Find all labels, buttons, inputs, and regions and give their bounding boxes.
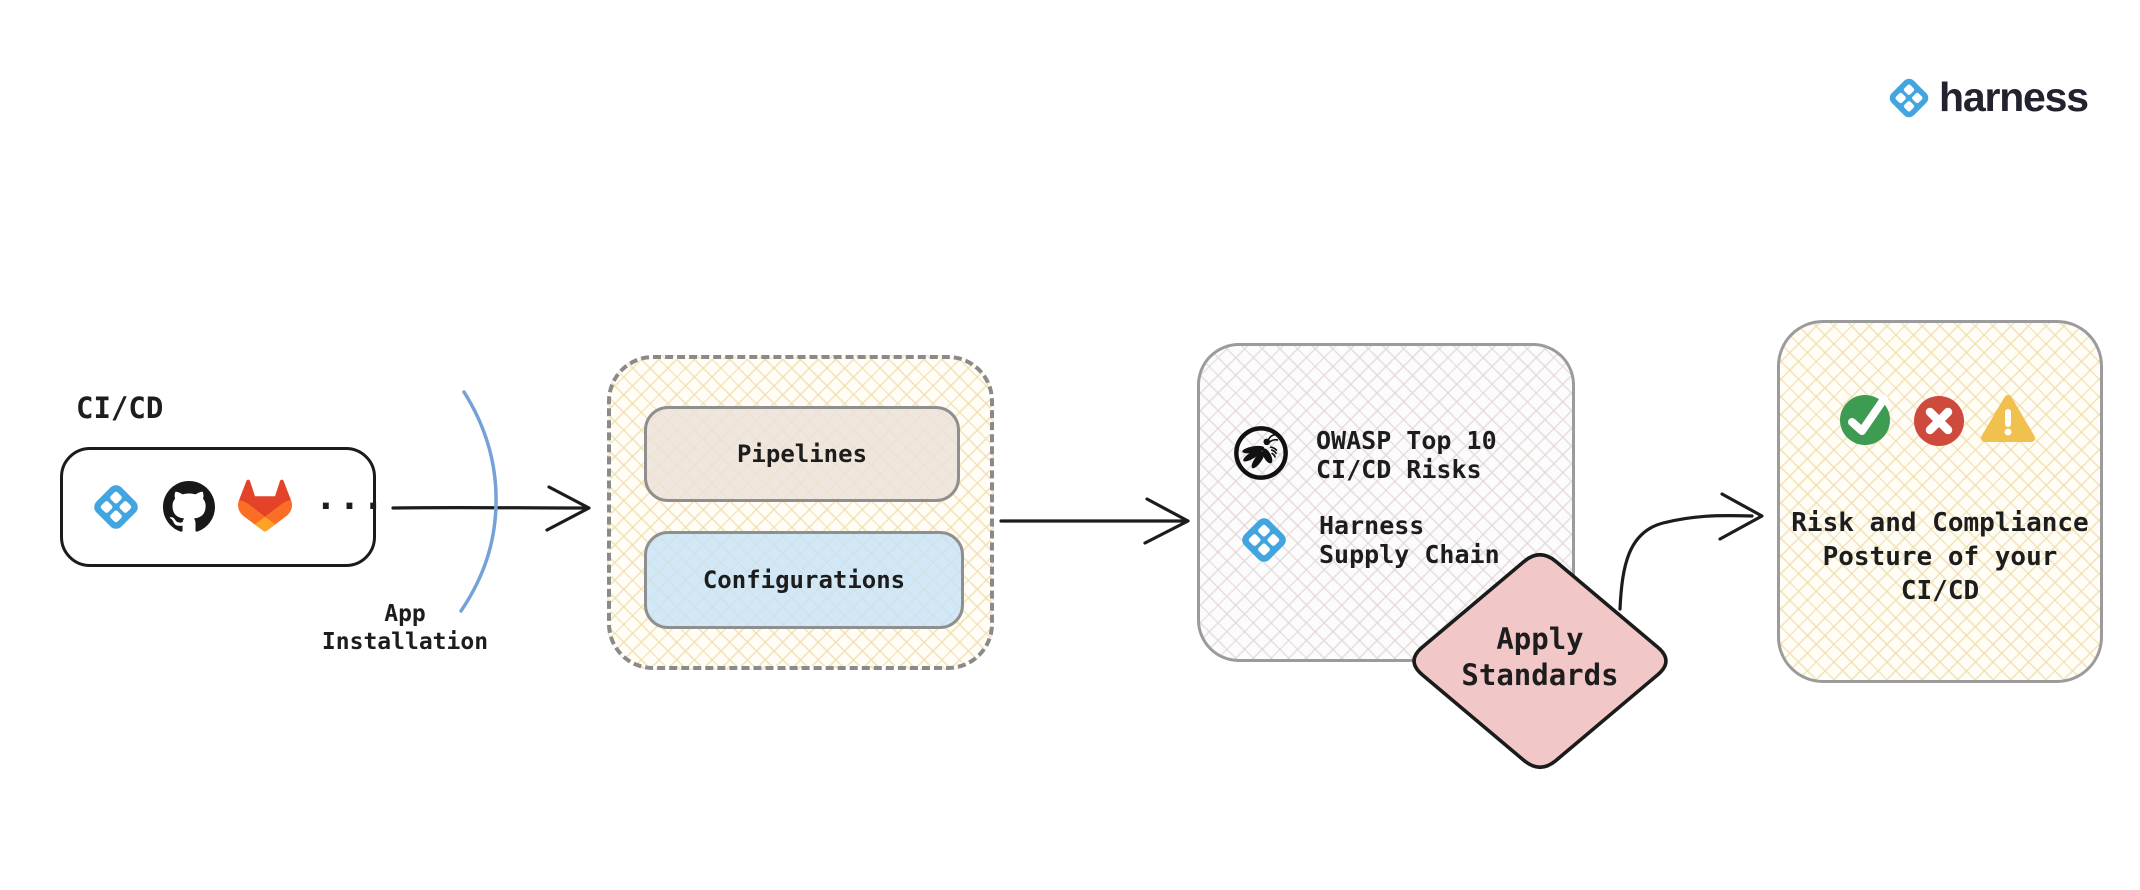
cicd-group-label: CI/CD	[76, 391, 164, 425]
harness-supply-chain-line2: Supply Chain	[1319, 540, 1500, 569]
standards-node: OWASP Top 10 CI/CD Risks Harness Supply …	[1197, 343, 1575, 662]
arrow-pipelines-to-standards	[999, 497, 1190, 545]
result-label-line1: Risk and Compliance	[1791, 508, 2089, 538]
harness-logo-icon	[1886, 75, 1932, 120]
harness-supply-chain-label: Harness Supply Chain	[1319, 511, 1500, 569]
harness-logo-text: harness	[1939, 74, 2089, 120]
gitlab-icon	[238, 479, 292, 532]
github-icon	[163, 481, 215, 532]
app-installation-line2: Installation	[321, 629, 489, 655]
pipelines-node: Pipelines	[644, 406, 960, 502]
app-installation-label: App Installation	[295, 600, 515, 656]
app-installation-curve	[459, 390, 498, 613]
configurations-label: Configurations	[702, 566, 906, 594]
owasp-icon	[1234, 426, 1288, 480]
apply-standards-diamond	[1412, 553, 1668, 769]
more-tools-ellipsis: ...	[315, 476, 387, 518]
harness-icon	[90, 481, 142, 533]
result-node	[1777, 320, 2103, 683]
apply-standards-label: Apply Standards	[1440, 621, 1640, 693]
harness-supply-chain-icon	[1238, 514, 1290, 566]
app-installation-line1: App	[384, 601, 426, 627]
cross-icon	[1914, 396, 1964, 446]
apply-standards-line2: Standards	[1461, 658, 1619, 692]
configurations-node: Configurations	[644, 531, 964, 629]
owasp-label: OWASP Top 10 CI/CD Risks	[1316, 426, 1497, 484]
warning-icon	[1981, 395, 2035, 442]
result-label-line2: Posture of your	[1822, 542, 2058, 572]
harness-brand: harness	[1886, 74, 2089, 121]
apply-standards-line1: Apply	[1496, 622, 1584, 656]
owasp-label-line1: OWASP Top 10	[1316, 426, 1497, 455]
result-label-line3: CI/CD	[1900, 576, 1980, 606]
app-config-group: Pipelines Configurations	[607, 355, 994, 670]
cicd-tools-node: ...	[60, 447, 384, 567]
result-label: Risk and Compliance Posture of your CI/C…	[1787, 506, 2093, 608]
check-icon	[1840, 395, 1890, 445]
harness-supply-chain-line1: Harness	[1319, 511, 1425, 540]
pipelines-label: Pipelines	[736, 440, 868, 468]
arrow-cicd-to-pipelines	[391, 485, 591, 532]
owasp-label-line2: CI/CD Risks	[1316, 455, 1482, 484]
